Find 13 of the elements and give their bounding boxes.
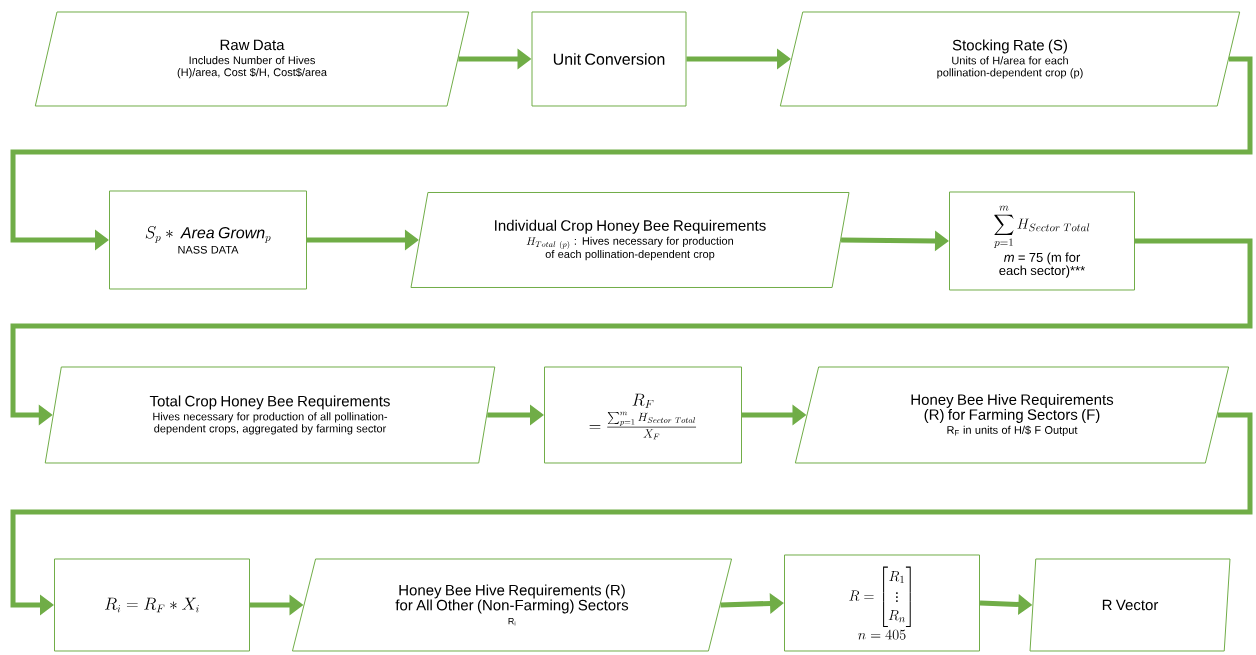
process-box: Unit Conversion — [531, 11, 687, 107]
output-parallelogram: R Vector — [1029, 558, 1231, 652]
formula-box: $S_p \ast\ \mathit{Area\ Grown}_p$ NASS DATA — [109, 190, 307, 290]
input-parallelogram: Stocking Rate (S) Units of H/area for each pollination-dependent crop (p) — [779, 11, 1241, 107]
formula-box: $\begin{array}{c} R_F \\ = \frac{\sum_{p=1}^{m} H_{Sector\ Total}}{X_F} \end{array}$ — [544, 366, 742, 464]
input-parallelogram: Raw Data Includes Number of Hives (H)/area, Cost $/H, Cost$/area — [34, 11, 470, 107]
input-parallelogram: Honey Bee Hive Requirements (R) for Farming Sectors (F) R$_{F}$ in units of H/$ F Output — [794, 366, 1230, 464]
input-parallelogram: Honey Bee Hive Requirements (R) for All Other (Non-Farming) Sectors R$_{i}$ — [291, 558, 733, 652]
input-parallelogram: Total Crop Honey Bee Requirements Hives necessary for production of all pollination-dependent crops, aggregated by farming sector — [44, 366, 496, 464]
input-parallelogram: Individual Crop Honey Bee Requirements $H_{Total\ (p)}$ : Hives necessary for production of each pollination-dependent crop — [410, 192, 850, 288]
formula-box: $R_i = R_F \ast X_i$ — [54, 558, 250, 652]
formula-box: $R = \begin{bmatrix} R_1 \\ \vdots \\ R_n \end{bmatrix}$ $n = 405$ — [784, 554, 980, 652]
formula-box: $\sum_{p=1}^{m} H_{Sector\ Total}$ m = 75 (m for each sector)*** — [949, 191, 1135, 291]
